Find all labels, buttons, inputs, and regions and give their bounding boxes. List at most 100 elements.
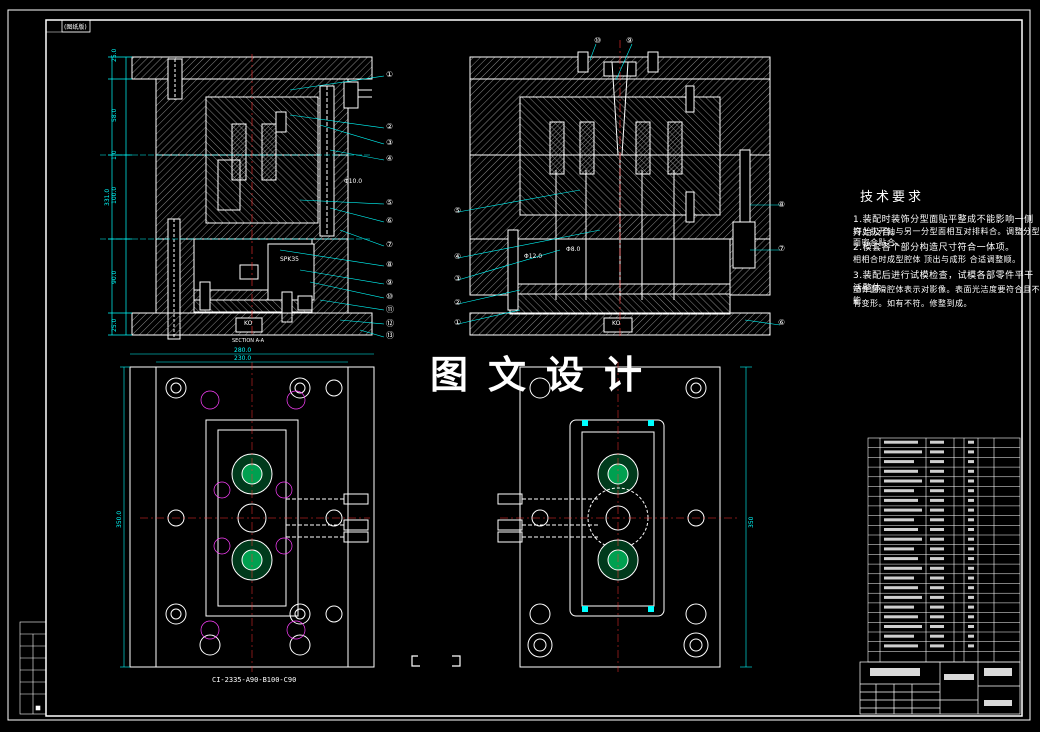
ko-label-right: KO — [612, 320, 621, 327]
tech-line-7: 有变形。如有不符。修整到成。 — [853, 299, 972, 308]
plan-left-dimensions — [120, 353, 374, 668]
parts-row-material-block — [930, 508, 944, 512]
parts-row-text-block — [884, 528, 918, 531]
section-view-right — [469, 40, 771, 336]
dia-label-3: Φ8.0 — [566, 246, 581, 253]
parts-row-text-block — [884, 625, 922, 628]
dia-label-1: Φ10.0 — [344, 178, 363, 185]
inner-border — [45, 19, 1023, 717]
plan-right-centerlines — [500, 362, 740, 672]
left-dimensions — [100, 56, 372, 336]
parts-row-material-block — [930, 615, 944, 619]
parts-row-material-block — [930, 595, 944, 599]
parts-row-material-block — [930, 644, 944, 648]
balloon-callout: ⑤ — [454, 206, 462, 215]
parts-row-material-block — [930, 625, 944, 628]
tech-line-3: 2.模套各个部分构造尺寸符合一体项。 — [853, 243, 1015, 253]
balloon-callout: ⑫ — [386, 319, 394, 328]
view-brackets — [411, 655, 461, 667]
side-revision-strip — [19, 621, 47, 715]
outer-border — [7, 9, 1031, 721]
parts-row-material-block — [930, 518, 944, 522]
balloon-callout: ⑥ — [778, 318, 786, 327]
balloon-callout: ⑥ — [386, 216, 394, 225]
balloon-callout: ① — [386, 70, 394, 79]
parts-row-text-block — [884, 586, 918, 590]
left-leaders — [279, 75, 385, 338]
parts-row-qty-block — [968, 625, 974, 628]
parts-row-material-block — [930, 605, 944, 609]
balloon-callout: ② — [386, 122, 394, 131]
parts-row-material-block — [930, 460, 944, 464]
parts-row-material-block — [930, 634, 944, 638]
watermark-text: 图文设计 — [430, 352, 663, 397]
parts-row-material-block — [930, 547, 944, 551]
tech-line-5: 3.装配后进行试模检查，试模各部零件平干活整体。 — [853, 271, 1034, 294]
parts-row-text-block — [884, 547, 914, 551]
dim-25-bottom: 25.0 — [111, 318, 118, 332]
parts-row-text-block — [884, 595, 922, 599]
balloon-callout: ⑧ — [778, 200, 786, 209]
plan-view-right — [497, 366, 721, 668]
parts-row-text-block — [884, 498, 918, 502]
parts-row-text-block — [884, 489, 914, 493]
parts-row-qty-block — [968, 557, 974, 561]
standard-mold-code: CI-2335-A90-B100-C90 — [212, 676, 297, 684]
parts-row-material-block — [930, 528, 944, 531]
dim-plan-height-right: 350 — [748, 516, 755, 528]
section-label: SECTION A-A — [232, 338, 265, 344]
parts-row-text-block — [884, 634, 914, 638]
parts-row-text-block — [884, 450, 922, 454]
balloon-callout: ③ — [454, 274, 462, 283]
parts-row-text-block — [884, 566, 922, 570]
tech-line-1: 1.装配时装饰分型面贴平整成不能影响一侧开始及合。 — [853, 215, 1034, 238]
parts-row-text-block — [884, 537, 922, 541]
balloon-callout: ⑩ — [594, 36, 602, 45]
parts-row-qty-block — [968, 595, 974, 599]
parts-row-qty-block — [968, 644, 974, 648]
balloon-callout: ⑪ — [386, 305, 394, 314]
dim-100: 100.0 — [111, 186, 118, 204]
right-leaders — [457, 43, 781, 326]
parts-row-material-block — [930, 537, 944, 541]
tech-requirements-heading: 技术要求 — [860, 190, 925, 205]
parts-row-text-block — [884, 479, 922, 483]
balloon-callout: ① — [454, 318, 462, 327]
parts-row-qty-block — [968, 440, 974, 444]
parts-row-text-block — [884, 557, 918, 561]
title-block — [859, 661, 1021, 715]
balloon-callout: ⑦ — [778, 244, 786, 253]
dim-58: 58.0 — [111, 108, 118, 122]
parts-list-rows — [868, 440, 1020, 652]
parts-row-text-block — [884, 440, 918, 444]
balloon-callout: ⑧ — [386, 260, 394, 269]
parts-row-text-block — [884, 508, 922, 512]
parts-row-text-block — [884, 469, 918, 473]
balloon-callout: ⑩ — [386, 292, 394, 301]
dia-label-2: Φ12.0 — [524, 253, 543, 260]
parts-row-qty-block — [968, 605, 974, 609]
spk-label: SPK35 — [280, 256, 299, 263]
dim-plan-height-left: 350.0 — [116, 510, 123, 528]
dim-total-height: 331.0 — [104, 188, 111, 206]
dim-plan-width-inner: 230.0 — [234, 355, 252, 362]
ko-label-left: KO — [244, 320, 253, 327]
parts-row-qty-block — [968, 528, 974, 531]
balloon-callout: ⑦ — [386, 240, 394, 249]
parts-row-qty-block — [968, 508, 974, 512]
parts-row-text-block — [884, 605, 914, 609]
parts-row-qty-block — [968, 586, 974, 590]
parts-row-text-block — [884, 460, 914, 464]
parts-row-material-block — [930, 586, 944, 590]
plan-right-dimensions — [740, 366, 752, 668]
tech-line-4: 相相合时成型腔体 顶出与成形 合适调整顺。 — [853, 255, 1021, 264]
parts-row-text-block — [884, 644, 918, 648]
plan-left-ejector-marks — [200, 390, 306, 640]
parts-row-qty-block — [968, 479, 974, 483]
parts-row-text-block — [884, 518, 914, 522]
parts-row-material-block — [930, 479, 944, 483]
parts-row-material-block — [930, 440, 944, 444]
parts-row-qty-block — [968, 615, 974, 619]
balloon-callout: ⑨ — [626, 36, 634, 45]
